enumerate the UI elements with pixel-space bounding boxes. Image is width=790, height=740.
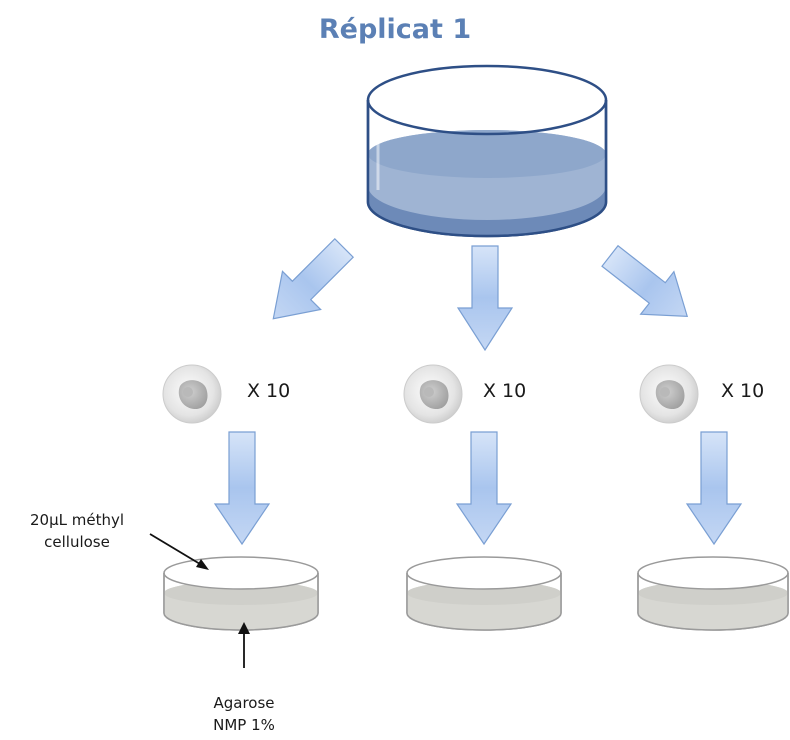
cell-count-label: X 10 xyxy=(247,380,291,402)
methylcellulose-annotation: 20µL méthyl cellulose xyxy=(12,509,142,553)
small-dish xyxy=(637,556,789,631)
arrow-to-center xyxy=(456,245,514,352)
arrow-cell-to-dish-center xyxy=(455,431,513,546)
arrow-cell-to-dish-right xyxy=(685,431,743,546)
arrow-to-right xyxy=(601,244,689,317)
agarose-line2: NMP 1% xyxy=(213,716,275,734)
agarose-annotation: Agarose NMP 1% xyxy=(184,692,304,736)
cell-count-label: X 10 xyxy=(483,380,527,402)
cell-count-label: X 10 xyxy=(721,380,765,402)
source-petri-dish xyxy=(366,64,608,238)
cell-icon xyxy=(639,364,699,424)
small-dish xyxy=(406,556,562,631)
cell-icon xyxy=(403,364,463,424)
cell-icon xyxy=(162,364,222,424)
agarose-pointer xyxy=(238,622,250,668)
methylcellulose-pointer xyxy=(149,533,209,570)
arrow-to-left xyxy=(272,237,355,320)
methylcellulose-line2: cellulose xyxy=(44,533,110,551)
agarose-line1: Agarose xyxy=(213,694,275,712)
arrow-cell-to-dish-left xyxy=(213,431,271,546)
methylcellulose-line1: 20µL méthyl xyxy=(29,511,125,529)
diagram-title: Réplicat 1 xyxy=(318,14,472,45)
small-dish xyxy=(163,556,319,631)
